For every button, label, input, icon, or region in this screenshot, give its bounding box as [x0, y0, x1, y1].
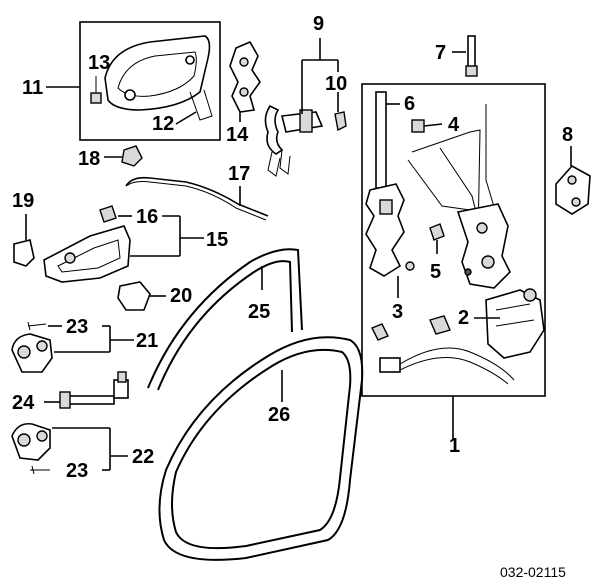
label-16: 16 [136, 206, 158, 228]
part-17-rod [125, 176, 269, 217]
label-25: 25 [248, 301, 270, 323]
part-16-clip [99, 205, 117, 223]
label-23-bottom: 23 [66, 460, 88, 482]
part-13-clip [90, 92, 102, 104]
label-9: 9 [313, 13, 324, 35]
part-9-key-cylinder [264, 104, 324, 177]
part-23-pin-bottom [30, 465, 50, 475]
label-10: 10 [325, 73, 347, 95]
part-20-clip [117, 281, 151, 311]
label-3: 3 [392, 301, 403, 323]
part-21-hinge [11, 333, 53, 373]
label-1: 1 [449, 435, 460, 457]
label-14: 14 [226, 124, 249, 146]
label-15: 15 [206, 229, 228, 251]
label-2: 2 [458, 307, 469, 329]
part-7-rod [452, 35, 478, 77]
label-22: 22 [132, 446, 154, 468]
wire-connector [379, 347, 515, 385]
outer-handle-box [79, 21, 221, 141]
diagram-code: 032-02115 [500, 564, 566, 580]
part-24-door-checker [44, 371, 129, 409]
part-19-clip [13, 239, 35, 267]
label-20: 20 [170, 285, 192, 307]
part-23-pin-top [27, 321, 47, 331]
label-18: 18 [78, 148, 100, 170]
label-19: 19 [12, 190, 34, 212]
part-6-rod [375, 91, 400, 189]
label-13: 13 [88, 52, 110, 74]
label-17: 17 [228, 163, 250, 185]
part-18-clip [121, 145, 143, 167]
outer-handle-part [104, 35, 213, 121]
part-5-clip [429, 223, 445, 241]
part-2-actuator-motor [485, 288, 545, 359]
part-1-lock-body [456, 203, 511, 289]
part-8-striker [555, 146, 591, 215]
part-26-weatherstrip [158, 336, 364, 561]
part-10-clip [334, 111, 347, 132]
part-25-run-channel [147, 248, 303, 391]
part-22-hinge [11, 422, 51, 461]
label-7: 7 [435, 42, 446, 64]
label-23-top: 23 [66, 316, 88, 338]
label-8: 8 [562, 124, 573, 146]
label-11: 11 [22, 77, 43, 99]
part-3-actuator [365, 183, 415, 277]
label-26: 26 [268, 404, 290, 426]
part-4-bolt [411, 119, 443, 133]
label-24: 24 [12, 392, 35, 414]
label-5: 5 [430, 261, 441, 283]
label-12: 12 [152, 113, 174, 135]
part-15-inner-handle [43, 225, 131, 283]
label-21: 21 [136, 330, 158, 352]
label-4: 4 [448, 114, 460, 136]
part-14-bracket [229, 40, 261, 113]
label-6: 6 [404, 93, 415, 115]
